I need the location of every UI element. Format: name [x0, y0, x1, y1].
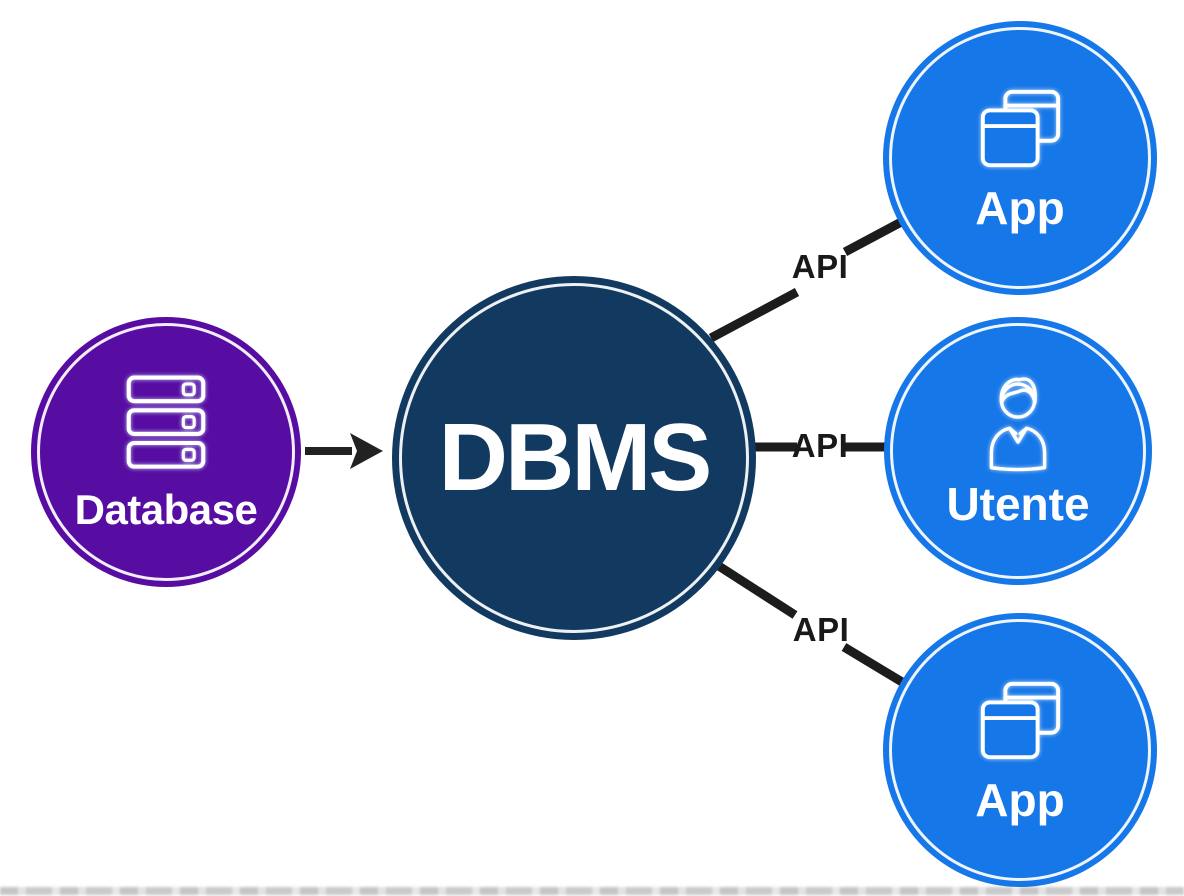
connector-dbms-to-app-top: [708, 216, 908, 342]
connector-dbms-to-app-bottom: [708, 557, 905, 686]
app-windows-icon: [980, 681, 1061, 760]
edge-label-api-top: API: [791, 248, 849, 285]
node-utente: Utente: [884, 317, 1152, 585]
arrow-database-to-dbms: [305, 433, 383, 469]
node-dbms-label: DBMS: [438, 404, 713, 511]
node-database-label: Database: [74, 486, 258, 533]
node-utente-label: Utente: [946, 478, 1090, 530]
edge-label-api-middle: API: [791, 427, 849, 464]
node-app-top-label: App: [975, 182, 1065, 234]
node-app-bottom: App: [883, 613, 1157, 887]
server-stack-icon: [126, 375, 206, 469]
node-app-bottom-label: App: [975, 774, 1065, 826]
edge-label-api-bottom: API: [792, 611, 850, 648]
user-icon: [989, 377, 1047, 472]
node-dbms: DBMS: [392, 276, 756, 640]
bottom-artifact-strip: [0, 887, 1184, 895]
node-app-top: App: [883, 21, 1157, 295]
node-database: Database: [31, 317, 301, 587]
app-windows-icon: [980, 89, 1061, 168]
